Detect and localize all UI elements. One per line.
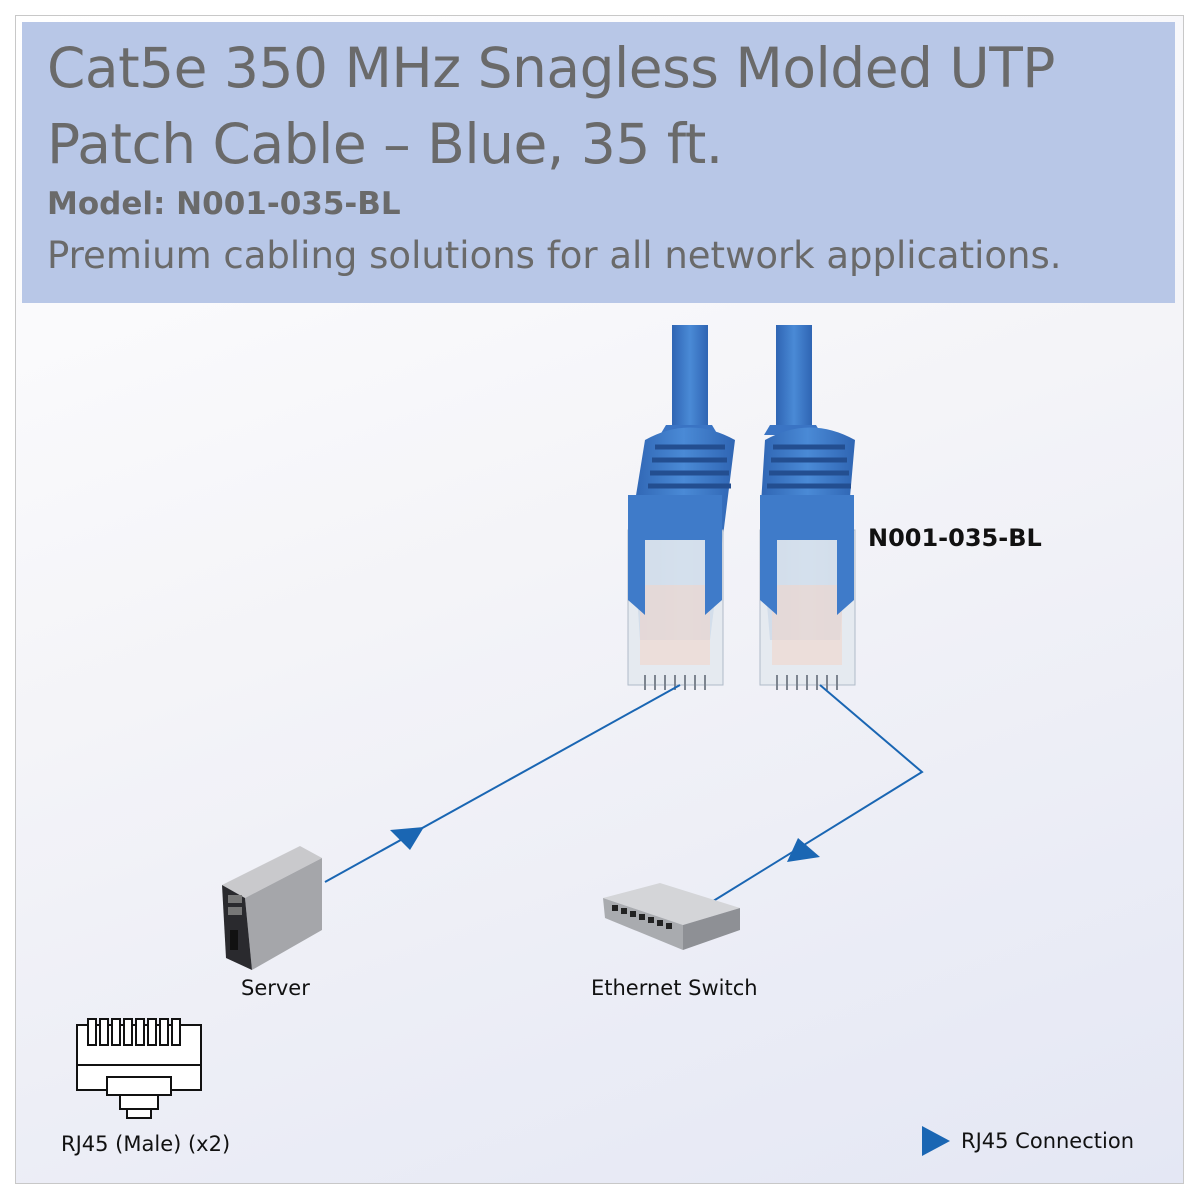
legend-label: RJ45 Connection: [961, 1129, 1135, 1153]
tagline: Premium cabling solutions for all networ…: [47, 234, 1062, 277]
server-icon: [222, 846, 322, 970]
rj45-plug-left: [627, 325, 735, 690]
rj45-plug-right: [759, 325, 856, 690]
part-number-label: N001-035-BL: [868, 524, 1042, 552]
legend-arrow-icon: [922, 1126, 950, 1156]
title-line-2: Patch Cable – Blue, 35 ft.: [47, 112, 723, 176]
rj45-connector-label: RJ45 (Male) (x2): [61, 1132, 231, 1156]
ethernet-switch-label: Ethernet Switch: [591, 976, 758, 1000]
ethernet-switch-icon: [603, 883, 740, 950]
connection-line-switch: [709, 684, 924, 904]
header-banner: [22, 22, 1175, 303]
rj45-male-connector-icon: [76, 1018, 202, 1119]
model-number: Model: N001-035-BL: [47, 186, 401, 222]
server-label: Server: [241, 976, 310, 1000]
product-title: Cat5e 350 MHz Snagless Molded UTP Patch …: [47, 30, 1055, 182]
connection-line-server: [324, 684, 681, 883]
arrow-switch-icon: [787, 838, 820, 862]
title-line-1: Cat5e 350 MHz Snagless Molded UTP: [47, 36, 1055, 100]
arrow-server-icon: [390, 827, 424, 850]
